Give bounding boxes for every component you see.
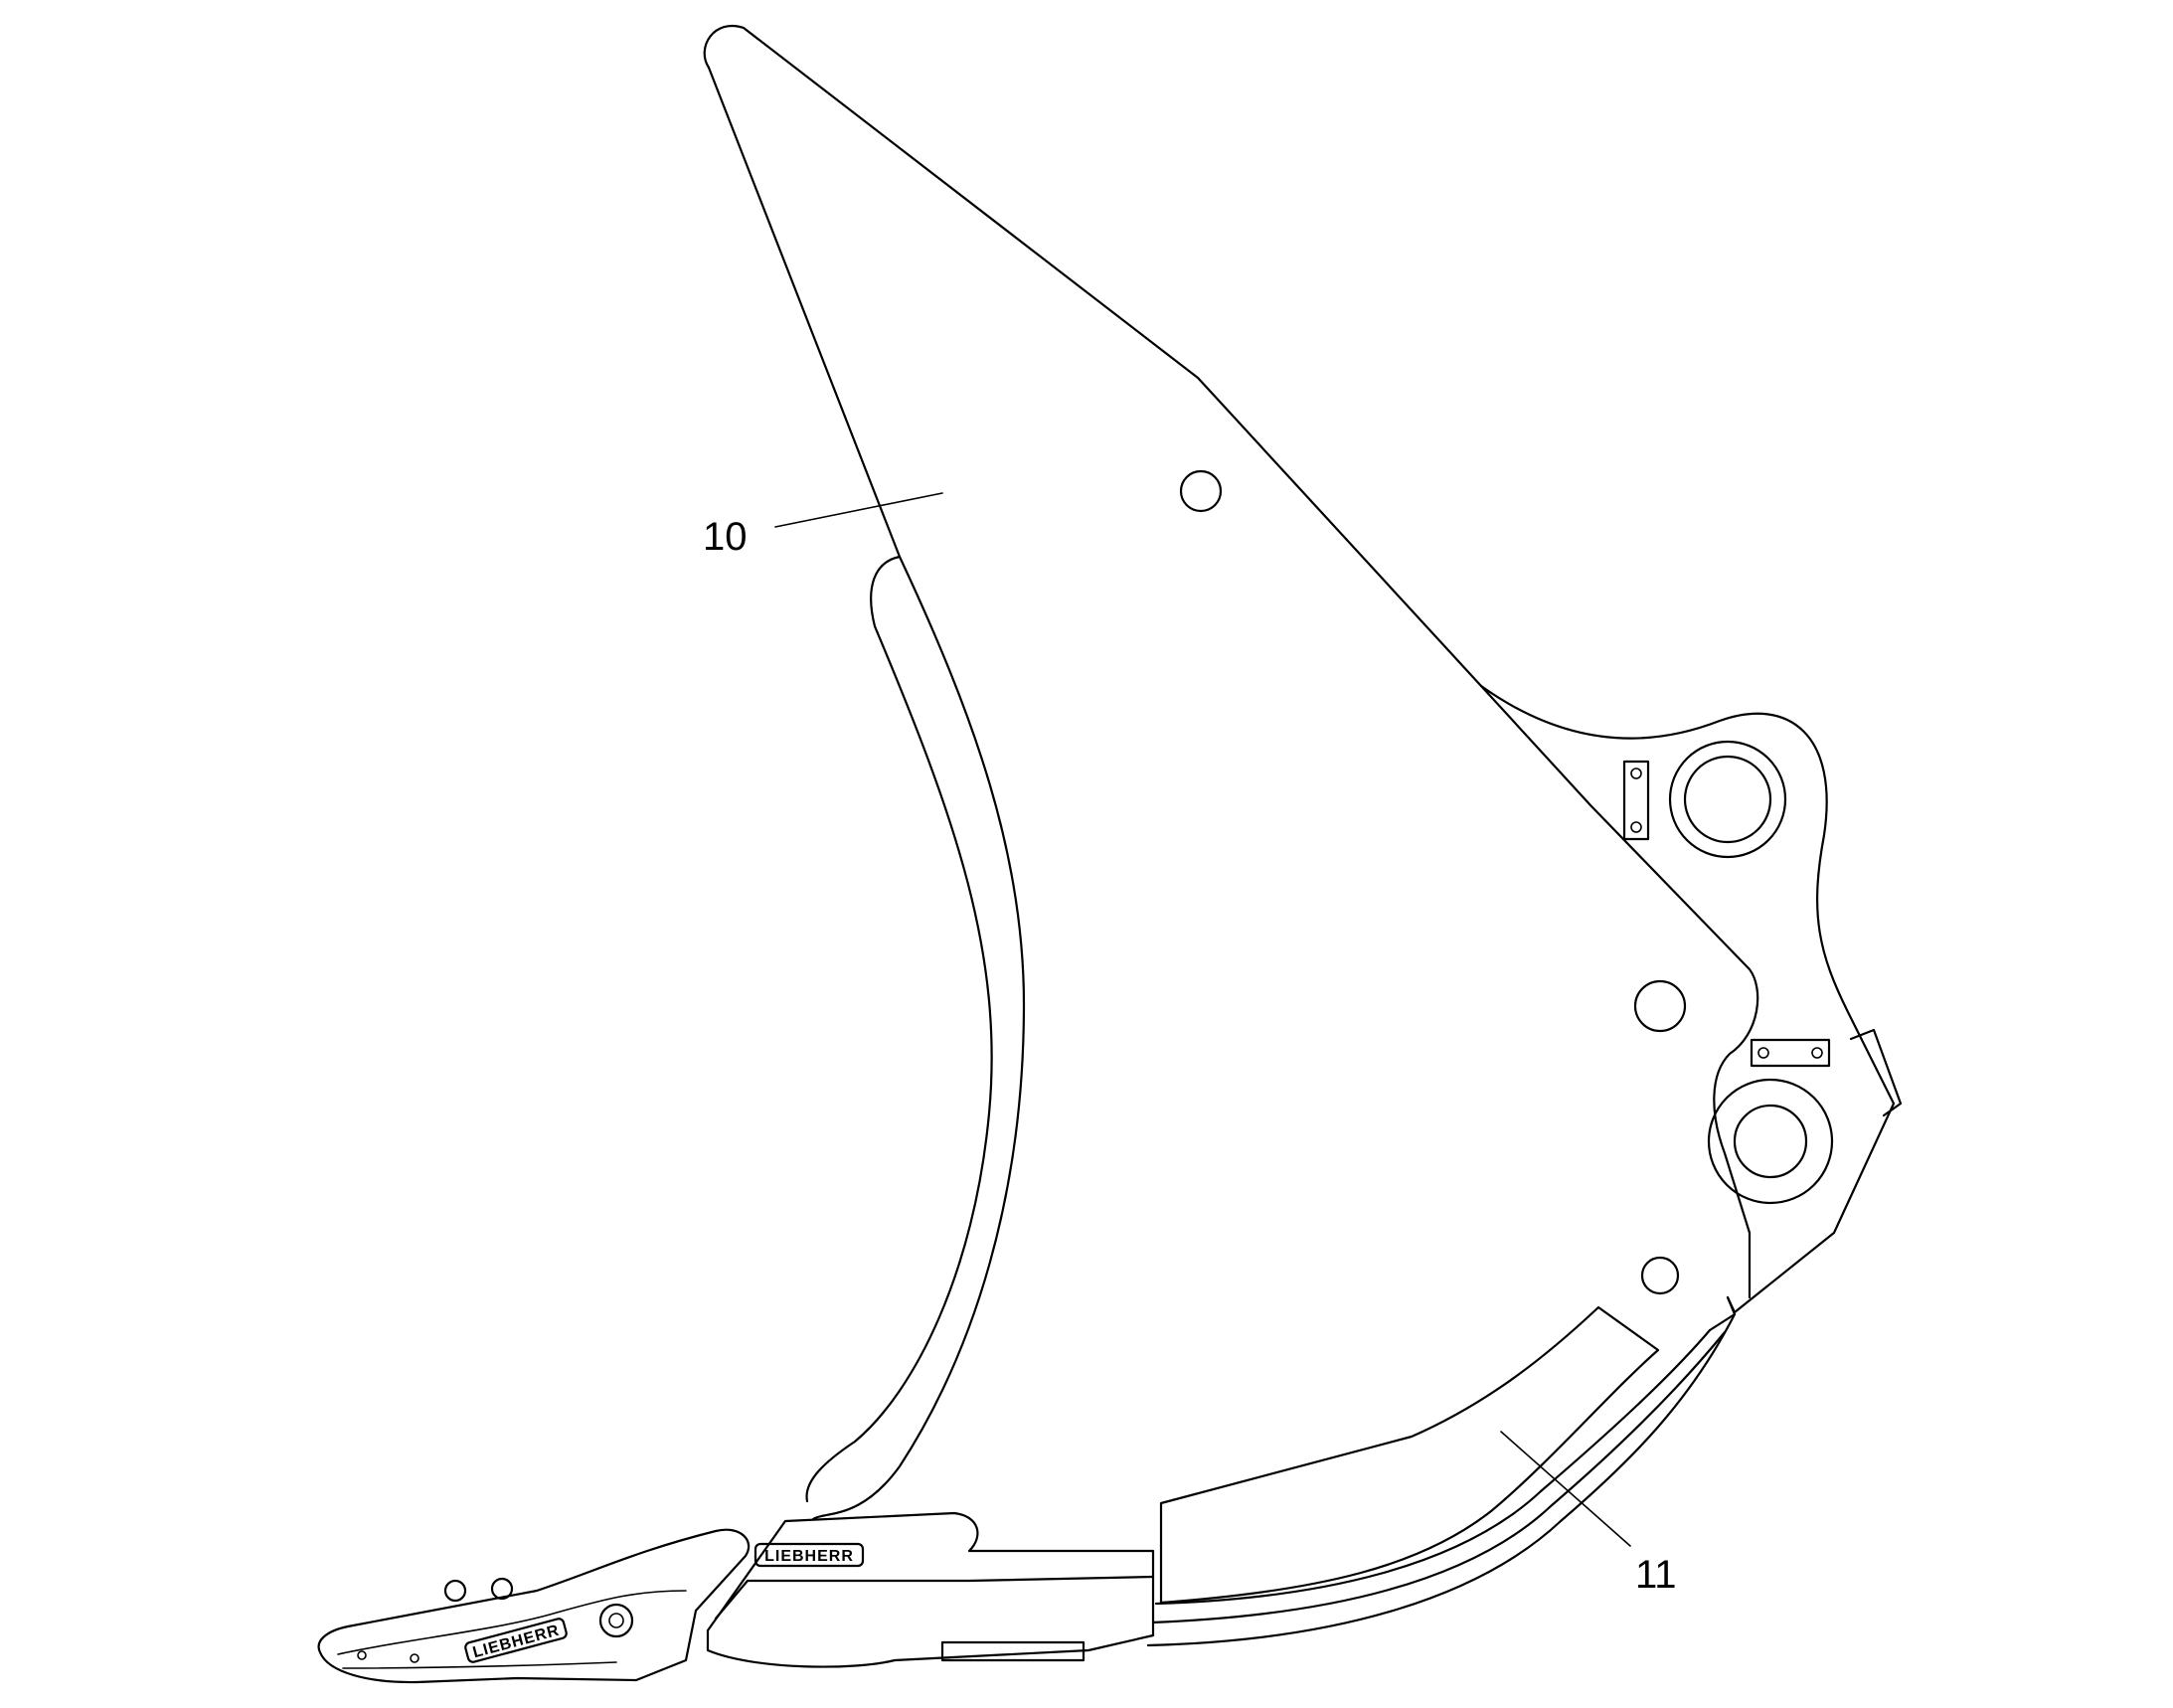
- tooth-dot-1: [357, 1650, 367, 1660]
- retainer-bolt-3: [1757, 1047, 1769, 1059]
- leader-10: [774, 492, 943, 528]
- tooth-bump-1: [443, 1579, 467, 1603]
- leader-11: [1500, 1431, 1631, 1547]
- small-hole-low: [1640, 1256, 1680, 1295]
- retainer-bolt-4: [1811, 1047, 1823, 1059]
- tooth-tip: [317, 1528, 751, 1684]
- bottom-strip-3: [1146, 1312, 1737, 1647]
- tooth-lower-edge: [342, 1661, 617, 1669]
- adapter-groove: [714, 1575, 1155, 1621]
- retainer-bolt-1: [1630, 768, 1642, 779]
- retainer-plate-upper: [1622, 760, 1650, 841]
- lock-pin-outer: [598, 1603, 634, 1638]
- adapter-body: [706, 1511, 1155, 1668]
- shank-front-edge: [707, 66, 1026, 1521]
- callout-11: 11: [1635, 1553, 1677, 1597]
- brand-plate-tip: [464, 1618, 568, 1663]
- bottom-strip-end: [1708, 1295, 1737, 1332]
- lock-pin-inner: [608, 1613, 624, 1628]
- small-hole-top: [1179, 469, 1223, 513]
- lower-pin-hole: [1733, 1104, 1808, 1179]
- callout-10: 10: [703, 515, 748, 559]
- tooth-dot-2: [410, 1653, 419, 1663]
- brand-plate-adapter: [753, 1542, 865, 1568]
- tooth-bump-2: [490, 1577, 514, 1601]
- retainer-plate-lower: [1750, 1038, 1831, 1068]
- shank-outline: [703, 25, 1896, 1314]
- small-hole-mid: [1633, 979, 1687, 1033]
- tooth-inner-edge: [337, 1590, 687, 1655]
- bracket-top: [1849, 1028, 1903, 1117]
- upper-pin-hole: [1683, 755, 1772, 844]
- bottom-strip-2: [1149, 1330, 1727, 1624]
- rear-lug-edge: [1479, 684, 1759, 1299]
- bottom-strip-1: [1154, 1328, 1712, 1606]
- front-rib: [805, 555, 993, 1503]
- wear-plate: [1159, 1305, 1660, 1605]
- upper-pin-boss: [1668, 740, 1787, 859]
- brand-adapter-text: LIEBHERR: [764, 1548, 854, 1565]
- retainer-bolt-2: [1630, 821, 1642, 833]
- adapter-bottom-lug: [940, 1640, 1086, 1662]
- lower-pin-boss: [1707, 1078, 1834, 1205]
